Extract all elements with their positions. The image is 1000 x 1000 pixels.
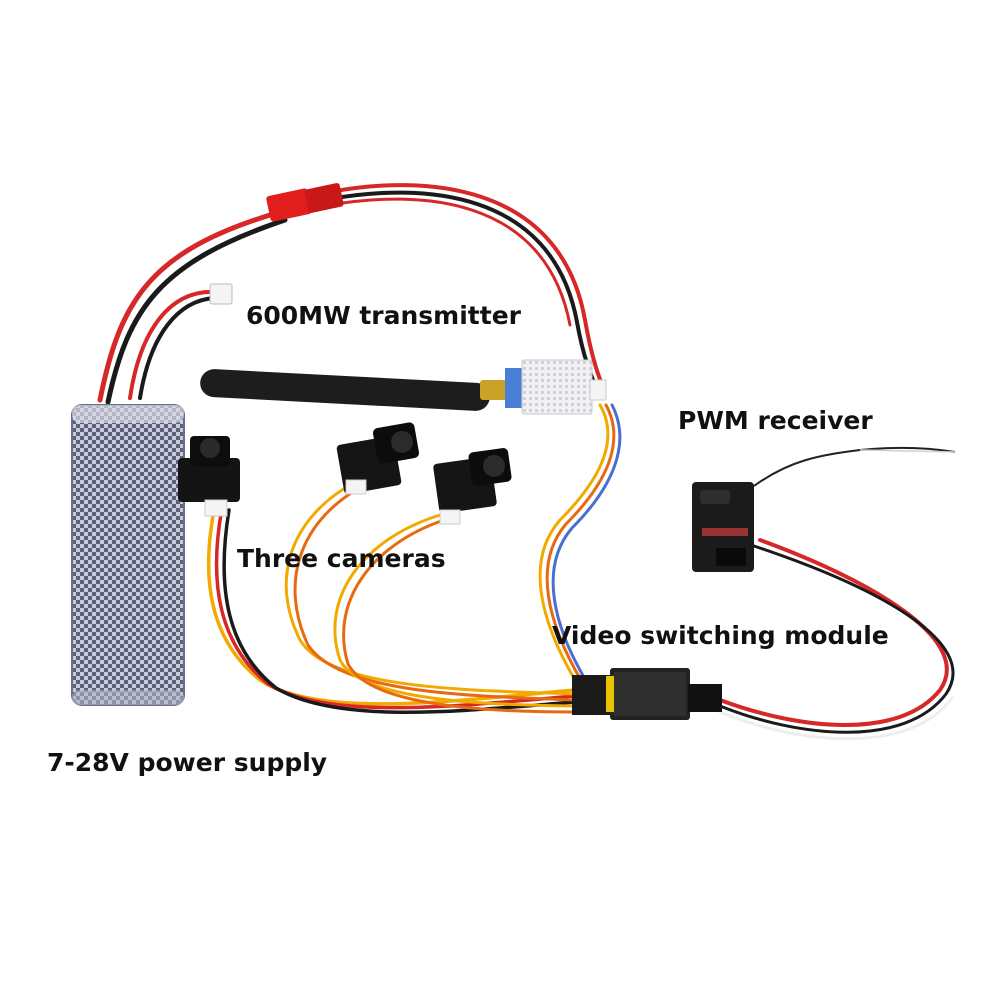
camera-3 [433, 448, 512, 525]
transmitter-board [505, 359, 607, 415]
camera-1 [178, 436, 240, 517]
red-connector [266, 183, 344, 222]
receiver-label: PWM receiver [678, 406, 873, 435]
transmitter-label: 600MW transmitter [246, 301, 521, 330]
balance-plug [209, 283, 233, 305]
power-supply-label: 7-28V power supply [47, 748, 328, 777]
cameras-label: Three cameras [237, 544, 446, 573]
pwm-receiver [692, 446, 956, 572]
switching-module-label: Video switching module [552, 621, 889, 650]
camera-2 [336, 422, 420, 495]
antenna [200, 369, 510, 411]
switching-module [572, 668, 722, 720]
power-wires [97, 183, 606, 405]
video-wires [206, 403, 955, 741]
battery-pack [71, 404, 185, 706]
